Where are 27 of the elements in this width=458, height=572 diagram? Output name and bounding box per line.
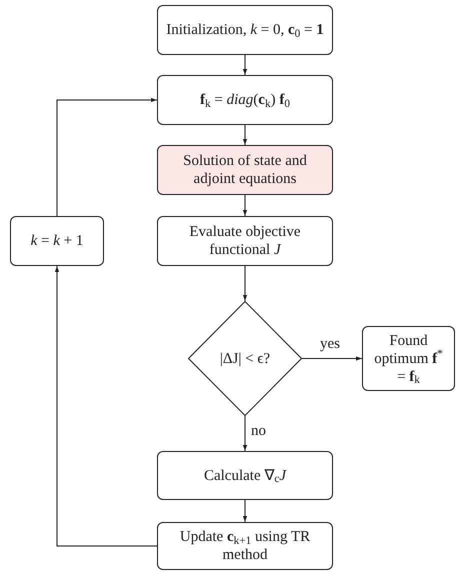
process-box xyxy=(157,5,333,55)
process-box xyxy=(157,216,333,266)
process-box xyxy=(157,451,333,500)
arrow xyxy=(242,416,248,452)
process-box xyxy=(157,145,333,195)
process-box xyxy=(362,326,455,391)
arrow xyxy=(56,98,158,216)
node-text: Solution of state and adjoint equations xyxy=(182,152,308,188)
arrow xyxy=(54,266,158,546)
arrow xyxy=(242,266,248,302)
process-box xyxy=(10,216,104,266)
node-text: Initialization, k = 0, c$_{0}$ = 1 xyxy=(166,21,324,39)
arrow xyxy=(302,356,362,361)
process-box xyxy=(157,75,333,125)
node-text: Found optimum f$^{*}$ = f$_{k}$ xyxy=(373,332,444,386)
arrow xyxy=(242,500,248,522)
arrow xyxy=(242,194,248,216)
arrow xyxy=(242,124,248,146)
node-text: Calculate ∇$_{c}$J xyxy=(204,466,286,484)
node-text: |ΔJ| < ϵ? xyxy=(220,350,270,368)
process-box xyxy=(157,522,333,570)
node-text: Update c$_{k+1}$ using TR method xyxy=(178,528,312,564)
node-text: k = k + 1 xyxy=(30,232,84,250)
arrow xyxy=(242,54,248,76)
node-text: f$_{k}$ = diag(c$_{k}$) f$_{0}$ xyxy=(200,91,290,109)
node-text: Evaluate objective functional J xyxy=(188,223,302,259)
decision-diamond xyxy=(188,301,302,416)
